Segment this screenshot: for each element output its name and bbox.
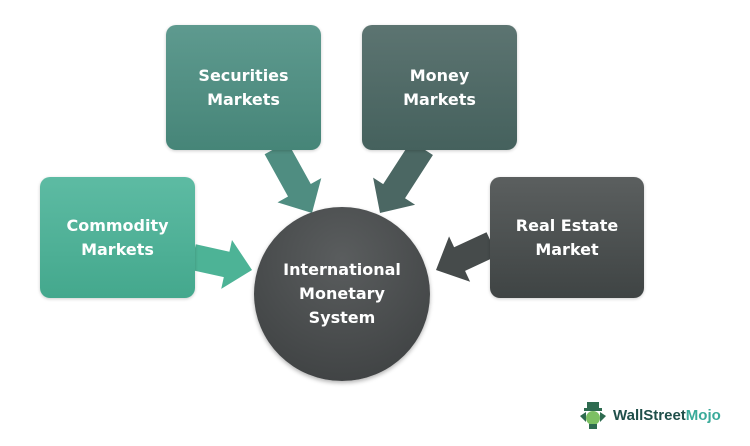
node-international-monetary-system: International Monetary System bbox=[254, 207, 430, 381]
node-label: Money Markets bbox=[403, 65, 476, 109]
logo-text-mojo: Mojo bbox=[685, 406, 721, 424]
node-label: International Monetary System bbox=[283, 260, 401, 327]
node-label: Commodity Markets bbox=[66, 215, 169, 259]
logo-text-wallstreet: WallStreet bbox=[613, 406, 686, 424]
node-securities-markets: Securities Markets bbox=[166, 25, 321, 150]
node-money-markets: Money Markets bbox=[362, 25, 517, 150]
node-commodity-markets: Commodity Markets bbox=[40, 177, 195, 298]
node-label: Securities Markets bbox=[198, 65, 289, 109]
mascot-icon bbox=[580, 402, 606, 429]
arrow-securities bbox=[264, 141, 322, 213]
node-real-estate-market: Real Estate Market bbox=[490, 177, 644, 298]
arrow-commodity bbox=[190, 239, 252, 289]
arrow-realestate bbox=[436, 232, 498, 282]
arrow-money bbox=[373, 140, 433, 213]
node-label: Real Estate Market bbox=[515, 215, 619, 259]
